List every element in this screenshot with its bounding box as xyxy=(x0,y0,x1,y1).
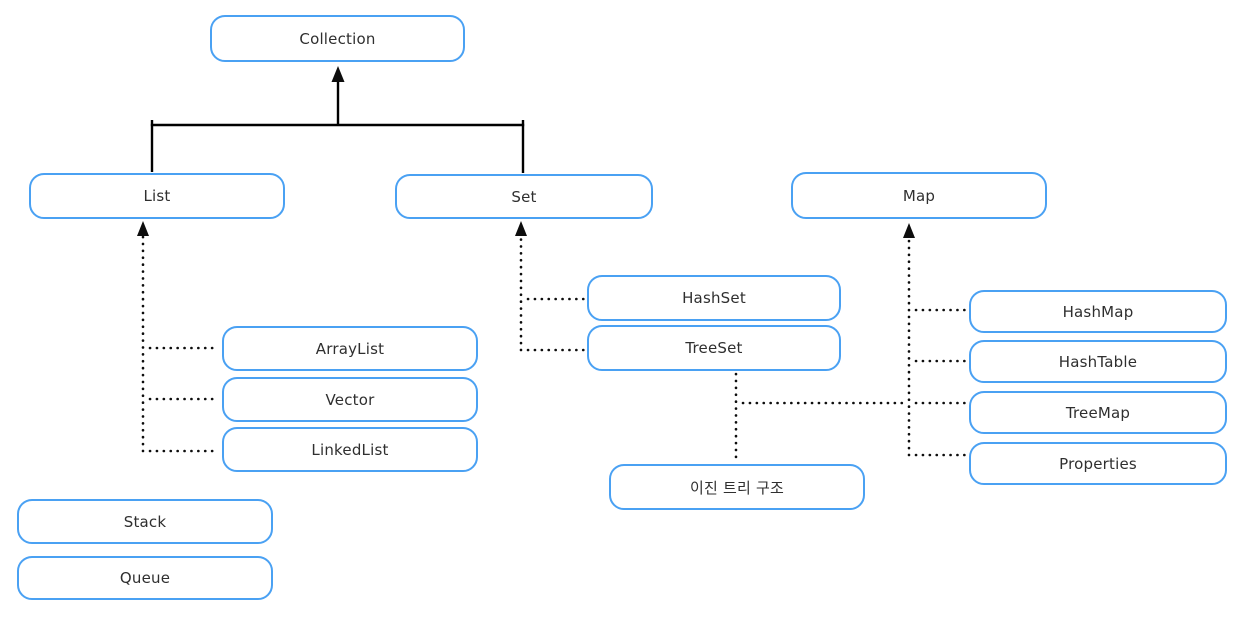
node-hashmap-label: HashMap xyxy=(1062,302,1134,321)
node-properties-label: Properties xyxy=(1059,454,1137,473)
node-properties: Properties xyxy=(969,442,1227,485)
node-queue-label: Queue xyxy=(119,569,171,587)
edge-maps-to-map xyxy=(903,223,968,457)
node-vector-label: Vector xyxy=(325,390,375,409)
node-treemap-label: TreeMap xyxy=(1065,403,1131,422)
node-hashset: HashSet xyxy=(587,275,841,321)
node-hashset-label: HashSet xyxy=(682,289,746,307)
node-collection: Collection xyxy=(210,15,465,62)
node-queue: Queue xyxy=(17,556,273,600)
arrowhead-map xyxy=(903,223,915,238)
node-list: List xyxy=(29,173,285,219)
node-hashtable: HashTable xyxy=(969,340,1227,383)
edge-lists-to-list xyxy=(137,221,221,453)
edge-listset-to-collection xyxy=(150,66,525,173)
node-hashtable-label: HashTable xyxy=(1058,352,1138,371)
arrowhead-collection xyxy=(331,66,345,82)
node-map: Map xyxy=(791,172,1047,219)
node-set: Set xyxy=(395,174,653,219)
node-binary-tree-structure: 이진 트리 구조 xyxy=(609,464,865,510)
node-stack: Stack xyxy=(17,499,273,544)
node-linkedlist-label: LinkedList xyxy=(311,440,389,459)
node-hashmap: HashMap xyxy=(969,290,1227,333)
node-treeset: TreeSet xyxy=(587,325,841,371)
node-treeset-label: TreeSet xyxy=(685,339,743,357)
node-arraylist: ArrayList xyxy=(222,326,478,371)
node-arraylist-label: ArrayList xyxy=(315,339,385,358)
node-list-label: List xyxy=(143,187,171,205)
arrowhead-set xyxy=(515,221,527,236)
node-vector: Vector xyxy=(222,377,478,422)
edge-sets-to-set xyxy=(515,221,586,352)
node-treemap: TreeMap xyxy=(969,391,1227,434)
node-stack-label: Stack xyxy=(123,512,167,531)
node-collection-label: Collection xyxy=(299,29,376,48)
node-set-label: Set xyxy=(511,187,537,206)
edge-treeset-binarytree xyxy=(734,372,904,462)
arrowhead-list xyxy=(137,221,149,236)
node-linkedlist: LinkedList xyxy=(222,427,478,472)
node-map-label: Map xyxy=(902,186,936,205)
node-binary-tree-structure-label: 이진 트리 구조 xyxy=(690,478,784,497)
